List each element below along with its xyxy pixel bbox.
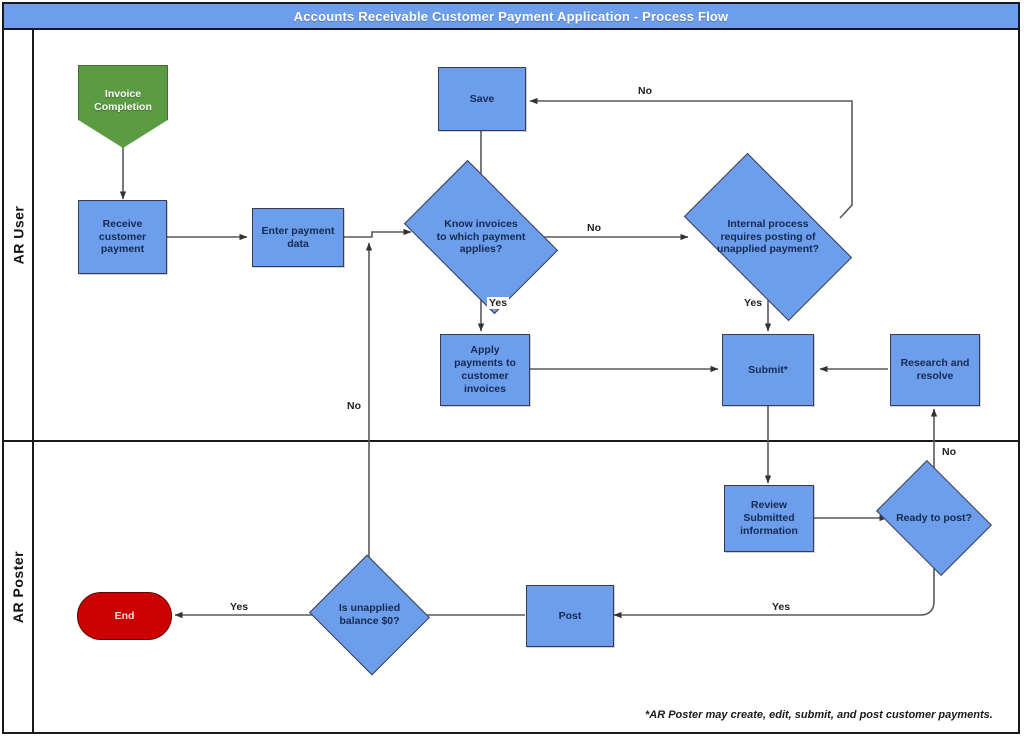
node-review-submitted-information[interactable]: Review Submitted information <box>724 485 814 552</box>
node-submit[interactable]: Submit* <box>722 334 814 406</box>
node-post[interactable]: Post <box>526 585 614 647</box>
node-save[interactable]: Save <box>438 67 526 131</box>
node-label: Enter payment data <box>261 224 335 250</box>
swimlane-ar-poster: AR Poster <box>4 442 34 732</box>
edge-label-know-yes: Yes <box>487 297 510 309</box>
edge-label-ready-no: No <box>940 446 958 458</box>
node-ready-to-post-decision[interactable]: Ready to post? <box>876 460 992 576</box>
edge-label-unapplied-yes: Yes <box>228 601 251 613</box>
node-label: Post <box>558 609 582 622</box>
edge-label-unapplied-no: No <box>345 400 363 412</box>
swimlane-label-ar-poster: AR Poster <box>10 550 26 624</box>
node-enter-payment-data[interactable]: Enter payment data <box>252 208 344 267</box>
node-internal-process-decision[interactable]: Internal process requires posting of una… <box>683 152 853 322</box>
node-research-and-resolve[interactable]: Research and resolve <box>890 334 980 406</box>
node-label: End <box>114 609 135 622</box>
node-unapplied-balance-decision[interactable]: Is unapplied balance $0? <box>309 554 430 676</box>
node-label: Save <box>469 92 495 105</box>
page-title: Accounts Receivable Customer Payment App… <box>293 8 729 24</box>
edge-label-ready-yes: Yes <box>770 601 793 613</box>
swimlane-label-ar-user: AR User <box>10 205 26 265</box>
node-label: Review Submitted information <box>740 499 798 537</box>
swimlane-ar-user: AR User <box>4 30 34 440</box>
edge-label-know-no: No <box>585 222 603 234</box>
node-know-invoices-decision[interactable]: Know invoices to which payment applies? <box>403 159 559 315</box>
edge-label-internal-yes: Yes <box>742 297 765 309</box>
node-label: Submit* <box>748 363 788 376</box>
node-invoice-completion[interactable]: Invoice Completion <box>78 65 168 148</box>
node-receive-customer-payment[interactable]: Receive customer payment <box>78 200 167 274</box>
node-end[interactable]: End <box>77 592 172 640</box>
swimlane-divider <box>4 440 1018 442</box>
node-label: Research and resolve <box>900 357 970 382</box>
node-label: Receive customer payment <box>98 217 147 256</box>
footnote: *AR Poster may create, edit, submit, and… <box>645 709 993 721</box>
pentagon-shape <box>78 65 168 148</box>
node-apply-payments[interactable]: Apply payments to customer invoices <box>440 334 530 406</box>
diagram-title-bar: Accounts Receivable Customer Payment App… <box>4 4 1018 30</box>
node-label: Apply payments to customer invoices <box>454 344 516 395</box>
edge-label-internal-no: No <box>636 85 654 97</box>
